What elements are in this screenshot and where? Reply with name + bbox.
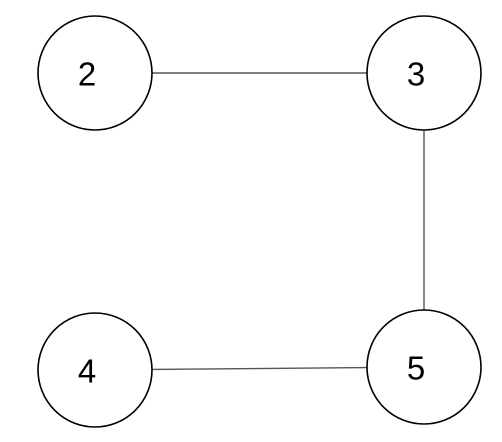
nodes-layer: 2 3 4 5 bbox=[37, 15, 482, 428]
node-circle bbox=[366, 309, 482, 425]
node-5: 5 bbox=[366, 309, 482, 425]
node-circle bbox=[37, 312, 153, 428]
node-3: 3 bbox=[366, 15, 482, 131]
node-label: 4 bbox=[78, 353, 96, 390]
node-label: 2 bbox=[78, 56, 96, 93]
edges-layer bbox=[151, 72, 425, 371]
node-circle bbox=[366, 15, 482, 131]
node-4: 4 bbox=[37, 312, 153, 428]
node-circle bbox=[37, 15, 153, 131]
node-label: 3 bbox=[407, 56, 425, 93]
node-2: 2 bbox=[37, 15, 153, 131]
edge-4-5 bbox=[151, 366, 368, 371]
node-label: 5 bbox=[407, 350, 425, 387]
